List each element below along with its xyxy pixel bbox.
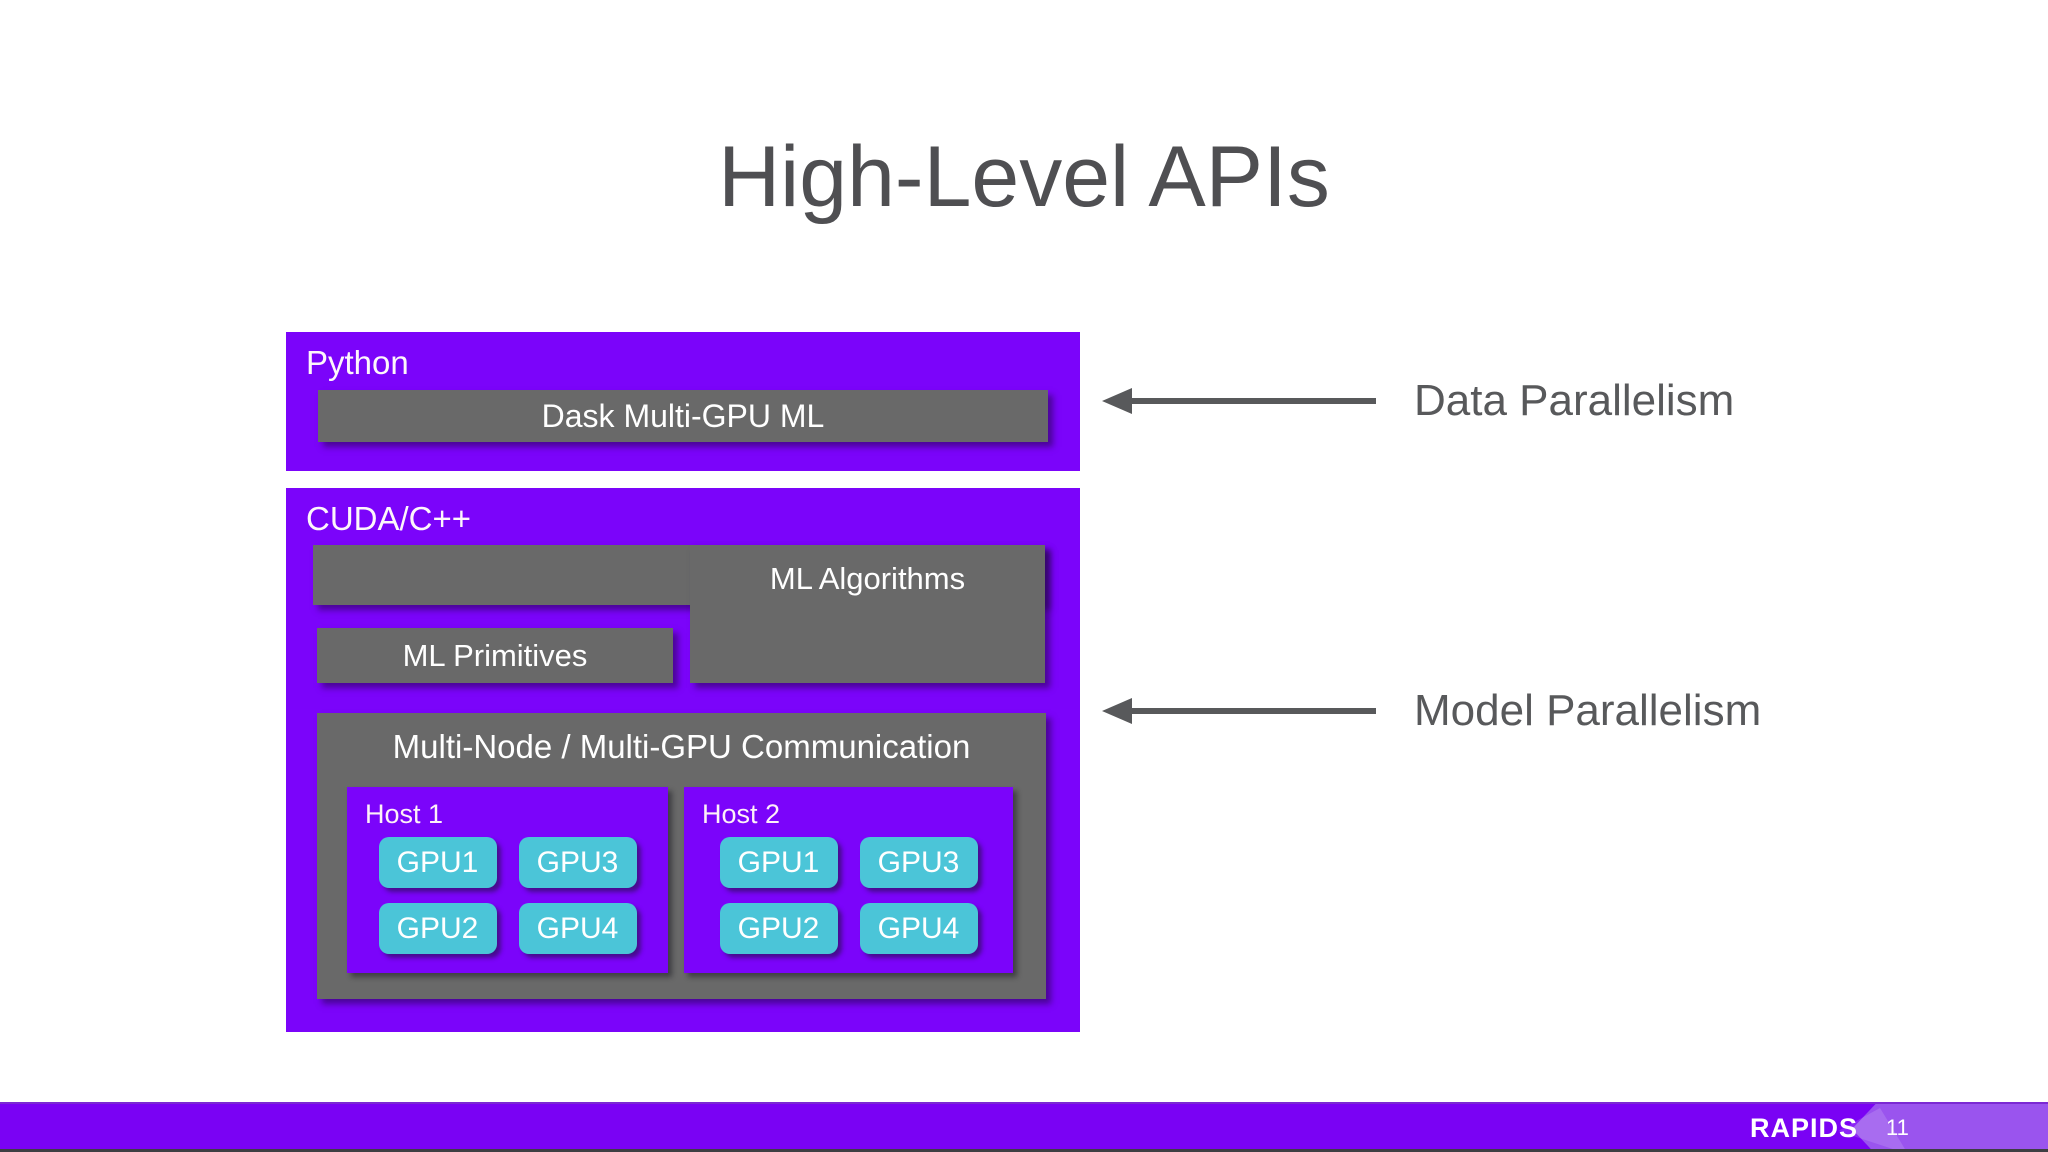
footer-chevron-shape (1852, 1104, 2048, 1152)
footer-bottom-edge (0, 1149, 2048, 1152)
host-1-gpu-grid: GPU1 GPU3 GPU2 GPU4 (347, 837, 668, 954)
page-number: 11 (1886, 1115, 1909, 1140)
left-arrow-icon (1102, 388, 1376, 414)
gpu-box: GPU1 (378, 837, 497, 888)
cuda-layer-box: CUDA/C++ ML Algorithms ML Primitives Mul… (286, 488, 1080, 1032)
model-parallelism-annotation: Model Parallelism (1100, 686, 1761, 736)
ml-algorithms-box: ML Algorithms (690, 545, 1045, 683)
data-parallelism-label: Data Parallelism (1414, 376, 1735, 425)
cuda-layer-label: CUDA/C++ (306, 500, 472, 537)
gpu-box: GPU4 (518, 903, 637, 954)
python-layer-box: Python Dask Multi-GPU ML (286, 332, 1080, 471)
host-1-label: Host 1 (365, 799, 444, 829)
rapids-logo: RAPIDS (1750, 1113, 1859, 1143)
gpu-box: GPU2 (378, 903, 497, 954)
gpu-box: GPU2 (719, 903, 838, 954)
data-parallelism-annotation: Data Parallelism (1100, 376, 1734, 426)
host-2-label: Host 2 (702, 799, 781, 829)
model-parallelism-label: Model Parallelism (1414, 686, 1762, 735)
host-2-box: Host 2 GPU1 GPU3 GPU2 GPU4 (684, 787, 1013, 973)
left-arrow-icon (1102, 698, 1376, 724)
python-layer-label: Python (306, 344, 409, 381)
ml-primitives-box: ML Primitives (317, 628, 673, 683)
host-1-box: Host 1 GPU1 GPU3 GPU2 GPU4 (347, 787, 668, 973)
gpu-box: GPU1 (719, 837, 838, 888)
gpu-box: GPU3 (518, 837, 637, 888)
footer-bar: RAPIDS 11 (0, 1102, 2048, 1152)
gpu-box: GPU4 (859, 903, 978, 954)
slide-title: High-Level APIs (718, 129, 1330, 225)
host-2-gpu-grid: GPU1 GPU3 GPU2 GPU4 (684, 837, 1013, 954)
gpu-box: GPU3 (859, 837, 978, 888)
multi-node-communication-box: Multi-Node / Multi-GPU Communication Hos… (317, 713, 1046, 999)
communication-box-title: Multi-Node / Multi-GPU Communication (392, 728, 971, 765)
dask-multi-gpu-ml-box: Dask Multi-GPU ML (318, 390, 1048, 442)
